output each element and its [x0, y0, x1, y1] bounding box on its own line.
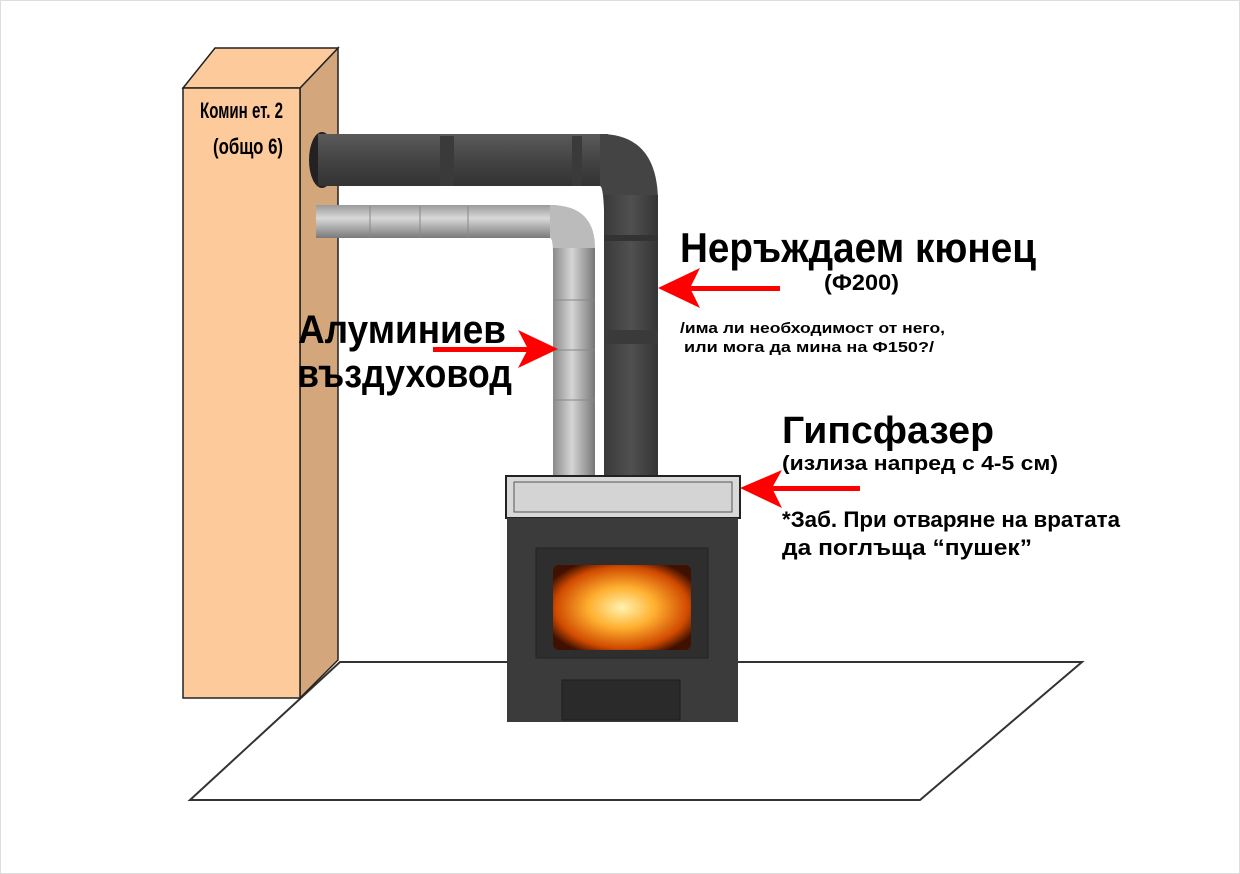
plasterboard-title: Гипсфазер	[782, 410, 994, 452]
floor	[187, 661, 1085, 801]
chimney-label-line2: (общо 6)	[213, 134, 283, 159]
steel-pipe-size: (Ф200)	[824, 270, 899, 295]
plasterboard-panel	[505, 475, 741, 519]
arrows	[433, 268, 860, 508]
aluminium-label-line2: въздуховод	[297, 352, 512, 396]
steel-pipe-question-line2: или мога да мина на Ф150?/	[684, 339, 935, 356]
aluminium-label-line1: Алуминиев	[298, 308, 506, 352]
chimney-label-line1: Комин ет. 2	[200, 98, 283, 123]
chimney	[181, 46, 340, 700]
fire-window	[553, 565, 691, 650]
stove	[507, 518, 738, 722]
steel-flue-pipe	[309, 132, 658, 479]
steel-pipe-title: Неръждаем кюнец	[680, 224, 1036, 271]
plasterboard-note-line1: *Заб. При отваряне на вратата	[782, 507, 1121, 532]
arrow-aluminium	[433, 347, 533, 352]
steel-pipe-question-line1: /има ли необходимост от него,	[680, 320, 945, 337]
plasterboard-subtitle: (излиза напред с 4-5 см)	[782, 453, 1058, 475]
arrow-steel-pipe	[690, 286, 780, 291]
plasterboard-note-line2: да поглъща “пушек”	[782, 535, 1032, 560]
aluminium-duct	[316, 205, 596, 479]
arrow-plasterboard	[770, 486, 860, 491]
